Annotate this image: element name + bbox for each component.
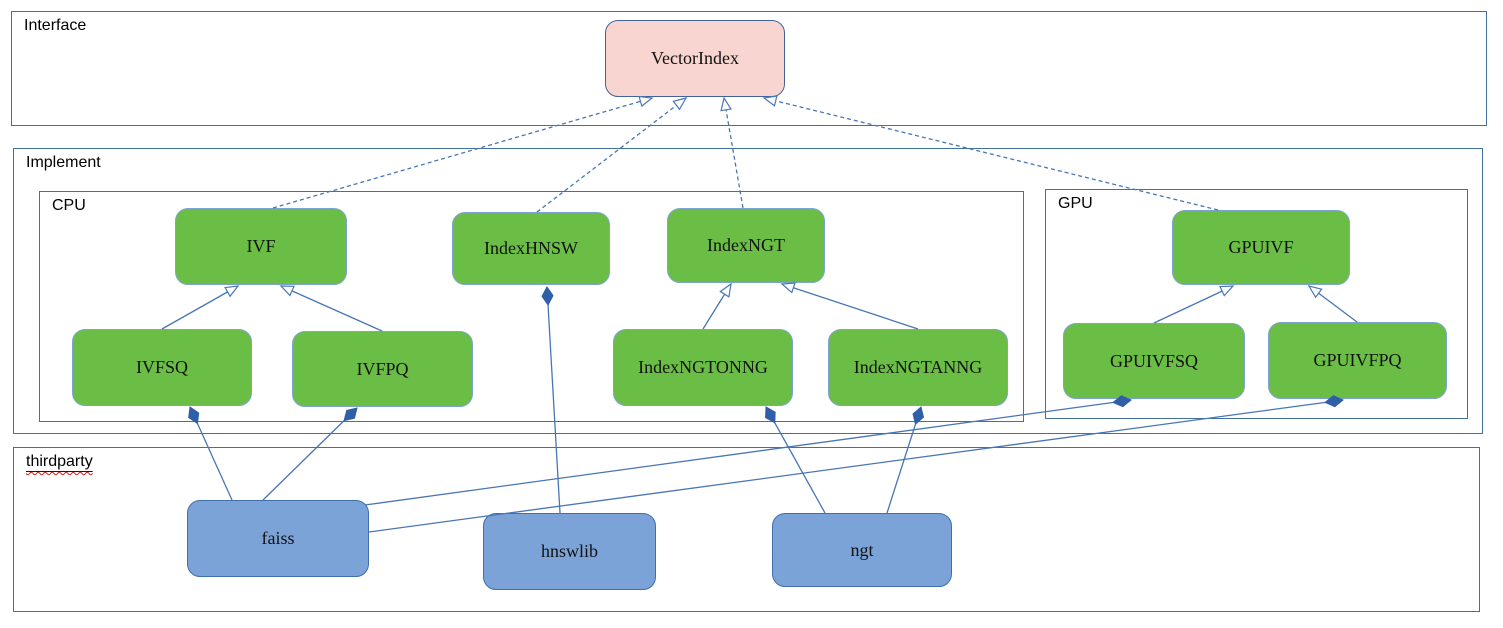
container-cpu-label: CPU [52,197,86,214]
node-faiss-label: faiss [261,528,295,548]
node-ivfpq-label: IVFPQ [356,358,409,379]
node-indexngt-label: IndexNGT [707,235,785,255]
container-interface-label: Interface [24,17,87,34]
node-indexngtanng[interactable]: IndexNGTANNG [828,329,1008,406]
node-ngt[interactable]: ngt [772,513,952,587]
node-ivfpq[interactable]: IVFPQ [292,331,473,407]
node-gpuivfsq-label: GPUIVFSQ [1109,350,1199,371]
node-ngt-label: ngt [850,539,874,560]
container-implement-label: Implement [26,154,101,171]
node-gpuivf[interactable]: GPUIVF [1172,210,1350,285]
node-gpuivf-label: GPUIVF [1228,237,1294,257]
node-indexhnsw[interactable]: IndexHNSW [452,212,610,285]
node-indexhnsw-label: IndexHNSW [484,238,578,258]
container-gpu-label: GPU [1058,195,1093,212]
node-indexngtonng-label: IndexNGTONNG [638,357,768,377]
node-ivf[interactable]: IVF [175,208,347,285]
node-ivf-label: IVF [246,236,276,256]
node-gpuivfsq[interactable]: GPUIVFSQ [1063,323,1245,399]
node-indexngt[interactable]: IndexNGT [667,208,825,283]
node-indexngtanng-label: IndexNGTANNG [853,357,983,377]
node-faiss[interactable]: faiss [187,500,369,577]
container-thirdparty-label: thirdparty [26,453,93,470]
node-gpuivfpq[interactable]: GPUIVFPQ [1268,322,1447,399]
node-hnswlib[interactable]: hnswlib [483,513,656,590]
node-vectorindex[interactable]: VectorIndex [605,20,785,97]
node-ivfsq-label: IVFSQ [135,357,188,377]
node-indexngtonng[interactable]: IndexNGTONNG [613,329,793,406]
node-vectorindex-label: VectorIndex [651,48,739,68]
node-hnswlib-label: hnswlib [540,541,598,561]
node-gpuivfpq-label: GPUIVFPQ [1313,350,1402,370]
container-interface: Interface [11,11,1487,126]
node-ivfsq[interactable]: IVFSQ [72,329,252,406]
